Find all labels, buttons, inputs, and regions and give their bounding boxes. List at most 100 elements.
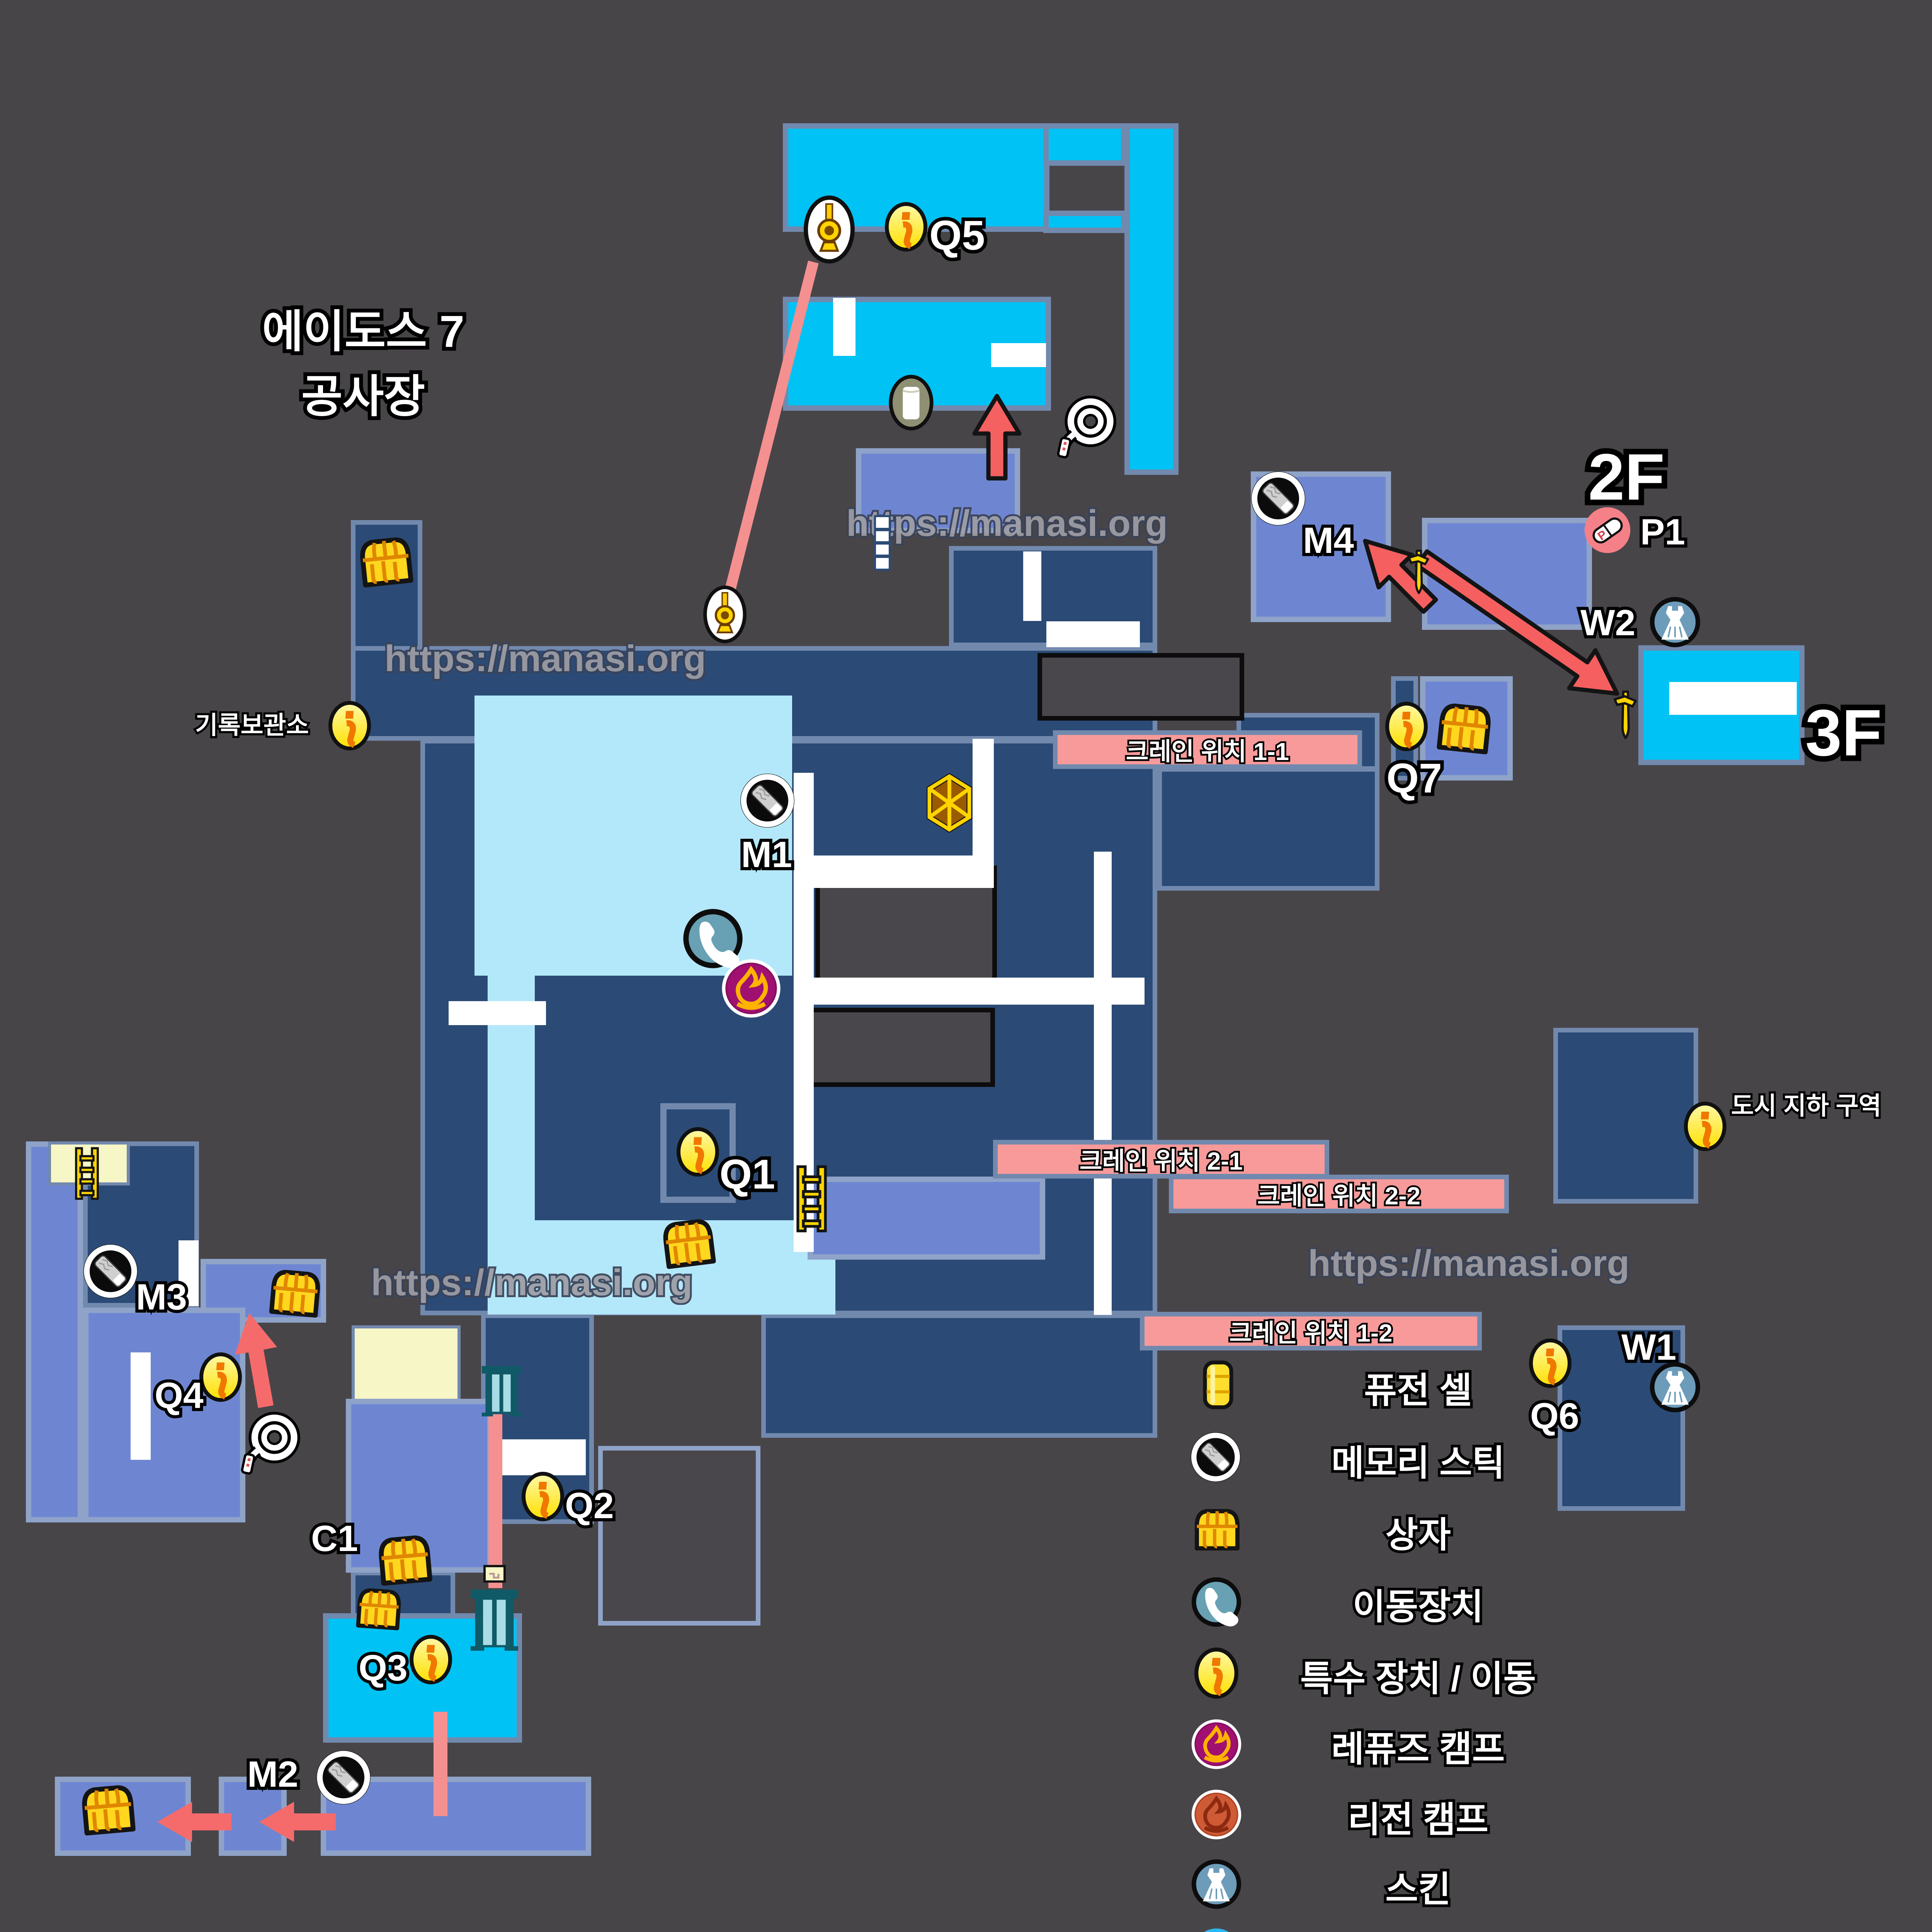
map-obstacle-rect-3 [1037, 653, 1244, 721]
map-region-crane11-surround-b [1157, 767, 1379, 891]
marker-label-q7: Q7 [1383, 753, 1446, 802]
map-region-top-cyan-column [1124, 123, 1179, 475]
map-corridor-vertical-short [973, 739, 994, 855]
map-region-w1-box [1558, 1325, 1685, 1511]
map-corridor-horizontal-left [449, 1001, 546, 1025]
memory-stick-icon-m4[interactable] [1250, 470, 1306, 527]
ladder-white-icon[interactable] [874, 514, 891, 572]
chest-icon[interactable] [351, 1578, 407, 1639]
marker-label-m1: M1 [738, 833, 795, 876]
crane-band-1-1: 크레인 위치 1-1 [1053, 730, 1362, 769]
zipline-anchor-icon[interactable] [1612, 686, 1639, 744]
ladder-icon[interactable] [71, 1146, 102, 1201]
marker-label-q1: Q1 [716, 1150, 779, 1198]
map-title-line2: 공사장 [298, 370, 429, 423]
info-icon-archive[interactable] [328, 701, 371, 751]
map-region-bottom-elevator-col [481, 1313, 594, 1524]
skin-icon-w1[interactable] [1649, 1360, 1701, 1414]
map-region-lightcyan-strip [488, 1220, 835, 1315]
zipline-rope-icon[interactable] [239, 1410, 303, 1476]
legend-label: 스킨 [1383, 1867, 1453, 1912]
map-region-underground-box [1553, 1028, 1698, 1204]
marker-label-q3: Q3 [355, 1646, 411, 1689]
map-obstacle-rect-2 [796, 1008, 995, 1087]
zipline-anchor-icon[interactable] [1407, 545, 1431, 599]
map-region-c1-box [346, 1399, 493, 1573]
gold-cube-icon[interactable] [927, 772, 972, 834]
floor-label-3f: 3F [1800, 695, 1888, 772]
map-corridor-horizontal-1 [813, 855, 994, 888]
marker-label-c1: C1 [308, 1517, 361, 1560]
skin-icon-w2[interactable] [1649, 595, 1701, 649]
map-obstacle-rect-4 [598, 1446, 760, 1626]
marker-label-m4: M4 [1300, 519, 1357, 562]
legend-label: 이동장치 [1350, 1585, 1486, 1629]
crane-band-1-2: 크레인 위치 1-2 [1140, 1312, 1482, 1350]
watermark-text: https://manasi.org [844, 501, 1170, 546]
marker-label-p1: P1 [1637, 510, 1688, 553]
info-icon-underground[interactable] [1684, 1101, 1727, 1151]
marker-label-m2: M2 [244, 1753, 301, 1796]
watermark-text: https://manasi.org [369, 1260, 694, 1305]
map-corridor-rect-topright [1046, 621, 1140, 647]
marker-label-q2: Q2 [562, 1484, 617, 1527]
marker-label-q6: Q6 [1527, 1395, 1582, 1437]
beta-core-icon [1191, 1926, 1242, 1932]
map-corridor-vertical-right [1094, 852, 1112, 1315]
marker-label-q4: Q4 [151, 1374, 207, 1417]
marker-label-q5: Q5 [926, 211, 988, 259]
supply-lamp-icon[interactable] [703, 585, 747, 643]
map-corridor-slit-cyan-b [833, 298, 855, 356]
ladder-icon[interactable] [793, 1161, 830, 1236]
info-icon-q4[interactable] [199, 1352, 242, 1402]
marker-label-m3: M3 [133, 1276, 190, 1318]
map-region-left-bottom [83, 1308, 245, 1522]
memory-stick-icon-m1[interactable] [740, 772, 795, 829]
map-title-line1: 에이도스 7 [258, 305, 468, 358]
memory-stick-icon [1190, 1432, 1241, 1483]
chest-icon[interactable] [1430, 692, 1499, 764]
legend-label: 베타코어 [1248, 1928, 1588, 1932]
memory-stick-icon-m3[interactable] [83, 1243, 138, 1300]
skin-icon [1191, 1858, 1242, 1910]
map-title: 에이도스 7 공사장 [232, 305, 495, 423]
legend-label: 메모리 스틱 [1329, 1441, 1508, 1486]
supply-can-icon[interactable] [889, 375, 934, 430]
map-corridor-rect-cyan-b [991, 343, 1046, 367]
refuge-camp-icon[interactable] [720, 957, 782, 1020]
chest-icon [1190, 1505, 1244, 1554]
info-icon-q3[interactable] [409, 1634, 452, 1685]
door-icon[interactable] [483, 1564, 506, 1583]
legend-label: 리전 캠프 [1345, 1798, 1491, 1842]
supply-lamp-icon[interactable] [803, 196, 855, 264]
map-region-2f-box [1422, 518, 1592, 630]
legion-camp-icon [1190, 1788, 1243, 1841]
elevator-icon[interactable] [479, 1363, 524, 1417]
map-corridor-slit-left-bottom [131, 1352, 151, 1460]
fusion-cell-icon [1200, 1359, 1236, 1410]
map-frame-q1 [660, 1103, 736, 1203]
area-label-underground: 도시 지하 구역 [1729, 1092, 1884, 1121]
marker-label-w2: W2 [1577, 601, 1639, 644]
map-region-bottom-right [761, 1313, 1157, 1438]
chest-icon[interactable] [263, 1260, 327, 1327]
memory-stick-icon-m2[interactable] [316, 1749, 371, 1806]
zipline-rope-icon[interactable] [1055, 394, 1119, 460]
info-icon-q1[interactable] [676, 1127, 719, 1177]
map-region-top-cyan-arm-upper [1043, 123, 1126, 166]
chest-icon[interactable] [75, 1777, 141, 1843]
chest-icon[interactable] [655, 1207, 723, 1280]
map-corridor-slit-m3 [179, 1240, 199, 1306]
chest-icon[interactable] [352, 526, 420, 598]
map-corridor-rect-3f [1669, 682, 1797, 715]
legend-label: 퓨전 셀 [1361, 1368, 1475, 1413]
legend-label: 특수 장치 / 이동 [1298, 1656, 1539, 1701]
watermark-text: https://manasi.org [383, 636, 708, 681]
area-label-archive: 기록보관소 [193, 711, 311, 740]
info-icon-q7[interactable] [1385, 701, 1428, 752]
elevator-icon[interactable] [468, 1586, 520, 1652]
info-icon-q5[interactable] [884, 202, 928, 252]
info-icon-q2[interactable] [521, 1471, 565, 1522]
floor-label-2f: 2F [1583, 439, 1670, 516]
body-core-icon-p1[interactable] [1582, 505, 1633, 555]
